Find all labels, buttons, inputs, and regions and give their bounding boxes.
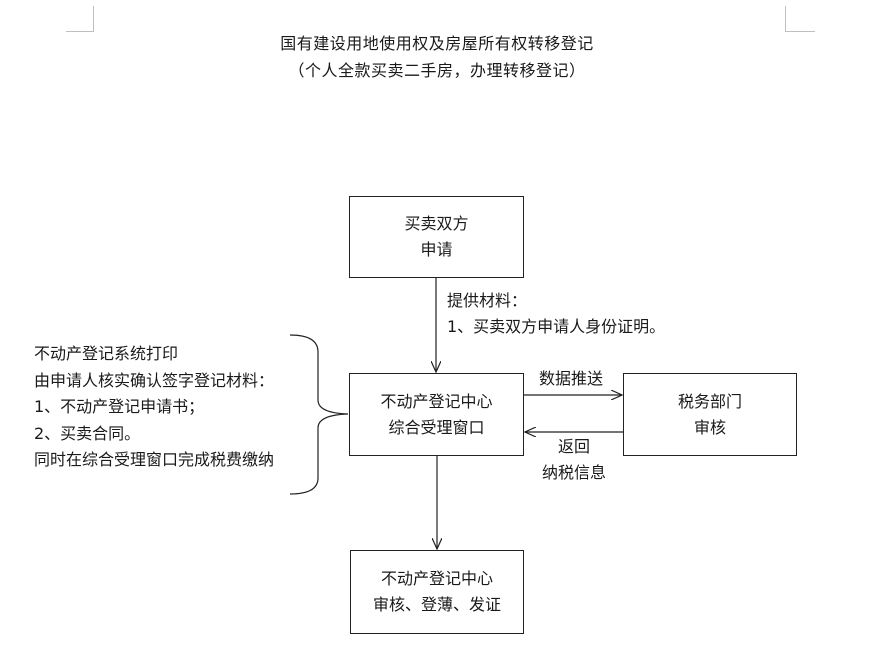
crop-mark-top-left-horizontal [66,31,94,32]
side-note-line: 2、买卖合同。 [34,423,141,443]
edge-label-return-line1: 返回 [558,437,591,456]
node-registration-review-line1: 不动产登记中心 [380,569,493,588]
diagram-title: 国有建设用地使用权及房屋所有权转移登记 [280,34,594,53]
edge-label-materials-line1: 提供材料： [447,291,528,310]
side-note-line: 由申请人核实确认签字登记材料： [34,370,275,390]
side-note-line: 同时在综合受理窗口完成税费缴纳 [34,450,275,469]
edge-label-materials: 提供材料： 1、买卖双方申请人身份证明。 [447,288,665,340]
crop-mark-top-right-horizontal [785,31,815,32]
node-tax-department-line1: 税务部门 [677,391,742,411]
crop-mark-top-left-vertical [93,6,94,32]
node-registration-window: 不动产登记中心 综合受理窗口 [349,373,524,456]
node-parties-apply-line2: 申请 [420,240,453,259]
side-note-line: 不动产登记系统打印 [34,344,179,363]
edge-label-return-line2: 纳税信息 [542,463,607,482]
node-parties-apply: 买卖双方 申请 [349,196,524,278]
notes-brace [289,334,349,495]
diagram-subtitle: （个人全款买卖二手房，办理转移登记） [288,61,586,80]
edge-label-materials-line2: 1、买卖双方申请人身份证明。 [447,317,666,336]
edge-label-return: 返回 纳税信息 [542,434,606,486]
node-tax-department-line2: 审核 [693,417,726,437]
node-registration-window-line2: 综合受理窗口 [388,417,485,437]
edge-label-data-push: 数据推送 [539,369,604,388]
side-notes: 不动产登记系统打印 由申请人核实确认签字登记材料： 1、不动产登记申请书； 2、… [34,341,274,474]
node-parties-apply-line1: 买卖双方 [404,214,469,233]
node-registration-review: 不动产登记中心 审核、登薄、发证 [350,550,524,634]
crop-mark-top-right-vertical [785,6,786,32]
node-registration-window-line1: 不动产登记中心 [380,391,493,411]
node-tax-department: 税务部门 审核 [623,373,797,456]
side-note-line: 1、不动产登记申请书； [34,397,205,416]
node-registration-review-line2: 审核、登薄、发证 [372,595,501,614]
